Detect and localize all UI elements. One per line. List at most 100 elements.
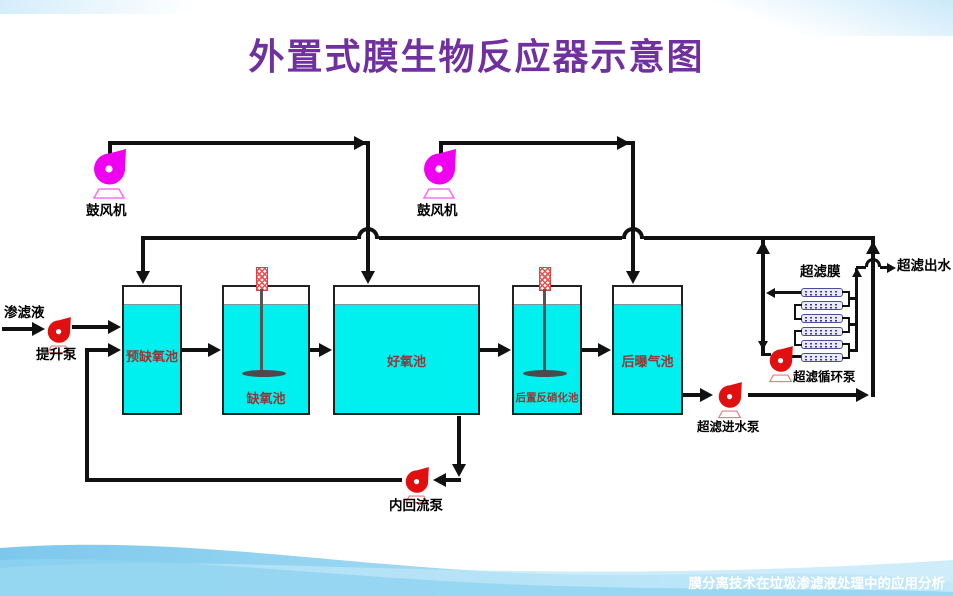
- lift-pump-label: 提升泵: [36, 347, 77, 363]
- lift-pump-icon: [46, 317, 71, 354]
- arrow-recycle-into-pump: [433, 473, 446, 487]
- pipe-recycle-drop: [457, 416, 461, 464]
- tank-water: [335, 304, 478, 413]
- pipe-return-seg2: [379, 236, 622, 240]
- footer-caption: 膜分离技术在垃圾渗滤液处理中的应用分析: [688, 576, 946, 592]
- mixer-shaft: [543, 289, 546, 372]
- pipe-return-seg1: [141, 236, 357, 240]
- pipe-uffeed-2: [748, 393, 856, 397]
- uf-effluent-label: 超滤出水: [897, 258, 951, 274]
- mixer-shaft: [260, 289, 263, 372]
- pipe-t2-t3: [310, 348, 319, 352]
- arrow-air2-right: [617, 136, 630, 150]
- pipe-hop-2: [622, 227, 644, 239]
- membrane-module-bank: [801, 288, 843, 362]
- membrane-module: [801, 314, 843, 323]
- pipe-recycle-bottom: [85, 478, 402, 482]
- tank-post-aeration: 后曝气池: [612, 285, 683, 415]
- pipe-module1-out: [775, 291, 802, 294]
- pipe-return-drop: [141, 236, 145, 273]
- membrane-bracket-left-2: [794, 330, 802, 346]
- pipe-air1-v: [366, 145, 370, 273]
- page-title: 外置式膜生物反应器示意图: [248, 37, 705, 78]
- top-right-accent: [633, 0, 953, 36]
- tank-label: 缺氧池: [246, 392, 286, 407]
- pipe-permeate-manifold: [855, 268, 858, 352]
- tank-label: 好氧池: [386, 355, 426, 370]
- uf-feed-pump-icon: [717, 382, 742, 419]
- tank-preanoxic: 预缺氧池: [122, 285, 182, 415]
- arrow-return-into-preanoxic-tank: [136, 271, 150, 284]
- pipe-uffeed-riser: [871, 236, 875, 397]
- arrow-recycle-into-preanoxic: [108, 343, 121, 357]
- pipe-air2-v: [631, 145, 635, 273]
- tank-label: 后置反硝化池: [515, 392, 579, 404]
- membrane-module: [801, 340, 843, 349]
- pipe-air1-h: [108, 141, 370, 145]
- membrane-module: [801, 327, 843, 336]
- arrow-t2-t3: [319, 343, 332, 357]
- pipe-air1-stub: [108, 145, 112, 159]
- arrow-permeate-up: [852, 268, 862, 277]
- arrow-t3-t4: [498, 343, 511, 357]
- blower-icon: [422, 149, 456, 199]
- tank-aerobic: 好氧池: [333, 285, 480, 415]
- tank-label: 预缺氧池: [125, 350, 178, 365]
- tank-anoxic: 缺氧池: [222, 285, 310, 415]
- arrow-module1-out-left: [766, 288, 775, 298]
- pipe-hop-permeate: [865, 258, 881, 267]
- blower-label: 鼓风机: [417, 203, 458, 219]
- pipe-recycle-riser: [85, 350, 89, 482]
- uf-feed-pump-label: 超滤进水泵: [697, 419, 760, 434]
- pipe-circpump-suction-stub: [761, 353, 771, 356]
- mixer-motor-icon: [539, 267, 551, 291]
- tank-water: [224, 304, 308, 413]
- pipe-permeate-stub-3: [848, 349, 857, 352]
- arrow-uffeed-riser-up: [866, 241, 880, 254]
- arrow-air1-right: [354, 136, 367, 150]
- pipe-circpump-out: [791, 355, 803, 358]
- mixer-motor-icon: [256, 267, 268, 291]
- recycle-pump-icon: [404, 467, 429, 504]
- membrane-bracket-left-1: [794, 304, 802, 320]
- membrane-module: [801, 353, 843, 362]
- arrow-t1-t2: [208, 343, 221, 357]
- recycle-pump-label: 内回流泵: [389, 498, 443, 514]
- pipe-air2-h: [439, 141, 635, 145]
- blower-icon: [92, 149, 126, 199]
- arrow-uffeed-into-pump: [700, 388, 713, 402]
- uf-circulation-pump-label: 超滤循环泵: [793, 369, 856, 384]
- arrow-recycle-down: [452, 464, 466, 477]
- pipe-t1-t2: [182, 348, 208, 352]
- pipe-permeate-exit-2: [880, 266, 887, 269]
- uf-circulation-pump-icon: [768, 346, 793, 383]
- tank-label: 后曝气池: [621, 355, 674, 370]
- pipe-recycle-in: [85, 348, 108, 352]
- pipe-membrane-left-riser: [761, 238, 765, 356]
- mixer-paddle: [242, 370, 286, 377]
- pipe-t4-t5: [582, 348, 598, 352]
- pipe-liftpump-out: [72, 325, 108, 329]
- membrane-module: [801, 301, 843, 310]
- arrow-circpump-suction: [758, 341, 768, 350]
- arrow-air1-into-aerobic-tank: [361, 271, 375, 284]
- tank-post-denitrification: 后置反硝化池: [512, 285, 582, 415]
- pipe-air2-stub: [439, 145, 443, 159]
- pipe-permeate-stub-1: [848, 297, 857, 300]
- arrow-t4-t5: [598, 343, 611, 357]
- pipe-recycle-corner: [446, 478, 461, 482]
- arrow-uffeed-right: [856, 388, 869, 402]
- pipe-uffeed-1: [683, 393, 700, 397]
- uf-membrane-label: 超滤膜: [800, 264, 841, 280]
- arrow-membrane-return-up: [756, 241, 770, 254]
- tank-water: [124, 304, 180, 413]
- footer-wave: [0, 544, 953, 596]
- influent-label: 渗滤液: [4, 305, 45, 321]
- tank-water: [514, 304, 580, 413]
- arrow-liftpump-out: [108, 320, 121, 334]
- pipe-return-seg3: [644, 236, 875, 240]
- tank-water: [614, 304, 681, 413]
- pipe-hop-1: [357, 227, 379, 239]
- arrow-air2-into-postaeration-tank: [626, 271, 640, 284]
